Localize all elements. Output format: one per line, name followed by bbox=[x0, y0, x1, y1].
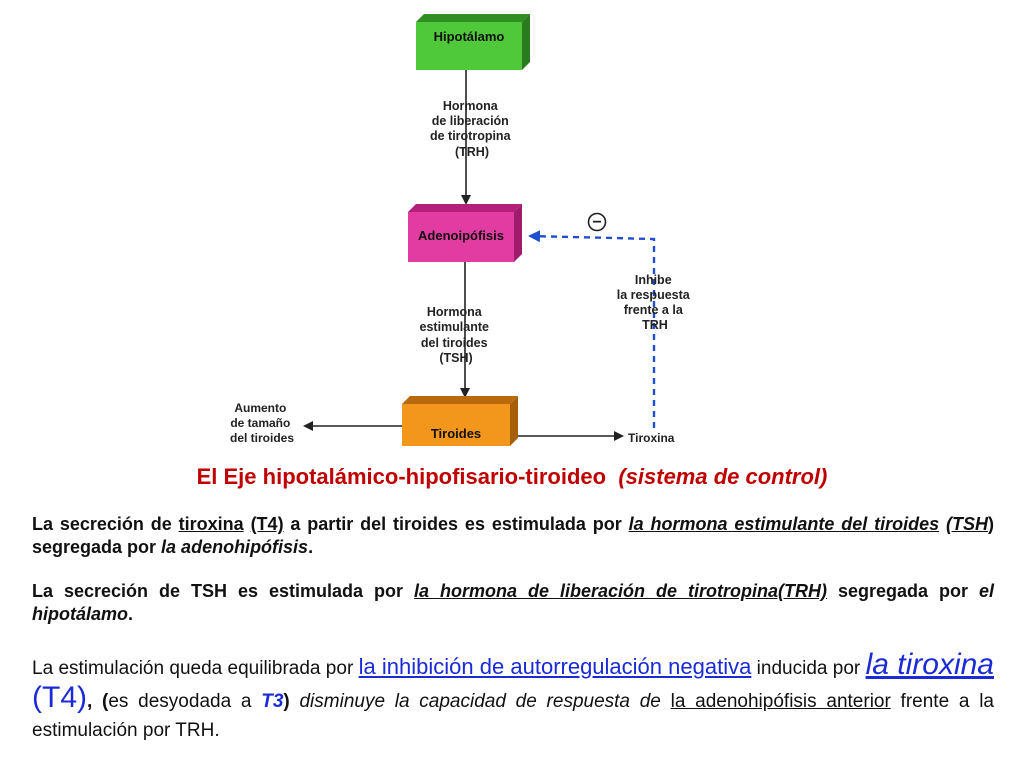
p1-text: La secreción de bbox=[32, 514, 179, 534]
growth-label: Aumento de tamaño del tiroides bbox=[230, 401, 294, 445]
p1-text-3: ) segregada por bbox=[32, 514, 994, 557]
p1-t4: (T4) bbox=[250, 514, 284, 534]
p1-text-2: a partir del tiroides es estimulada por bbox=[283, 514, 629, 534]
p1-tsh-hormone: la hormona estimulante del tiroides bbox=[628, 514, 940, 534]
adenohypophysis-label: Adenoipófisis bbox=[418, 228, 504, 243]
paragraph-feedback: La estimulación queda equilibrada por la… bbox=[32, 650, 994, 745]
p2-text: La secreción de TSH es estimulada por bbox=[32, 581, 415, 601]
p3-text-2: inducida por bbox=[751, 658, 866, 679]
thyroid-axis-diagram: Hipotálamo Hormona de liberación de tiro… bbox=[230, 14, 693, 446]
p3-text: La estimulación queda equilibrada por bbox=[32, 658, 359, 679]
trh-label: Hormona de liberación de tirotropina (TR… bbox=[430, 99, 514, 159]
thyroid-label: Tiroides bbox=[431, 426, 481, 441]
p3-text-3: disminuye la capacidad de respuesta de bbox=[289, 691, 671, 712]
p2-period: . bbox=[128, 604, 134, 624]
svg-text:−: − bbox=[592, 214, 601, 231]
p3-t4: (T4) bbox=[32, 681, 87, 714]
p1-thyroxine: tiroxina bbox=[178, 514, 244, 534]
p3-deiodinated: es desyodada a bbox=[108, 691, 262, 712]
p2-text-2: segregada por bbox=[827, 581, 979, 601]
title-main: El Eje hipotalámico-hipofisario-tiroideo bbox=[196, 464, 607, 489]
p1-period: . bbox=[308, 537, 314, 557]
negative-feedback-line bbox=[528, 230, 656, 428]
p2-trh-hormone: la hormona de liberación de tirotropina(… bbox=[414, 581, 827, 601]
p3-t3: T3 bbox=[261, 691, 284, 712]
p1-space-2 bbox=[939, 514, 946, 534]
paragraph-trh: La secreción de TSH es estimulada por la… bbox=[32, 580, 994, 626]
tsh-label: Hormona estimulante del tiroides (TSH) bbox=[420, 305, 493, 365]
adenohypophysis-box: Adenoipófisis bbox=[408, 204, 522, 262]
p3-paren-close: ) bbox=[283, 691, 290, 712]
p1-space bbox=[244, 514, 251, 534]
p3-text-4: frente a la estimulación por TRH. bbox=[32, 691, 994, 741]
inhibit-label: Inhibe la respuesta frente a la TRH bbox=[617, 273, 693, 332]
p1-tsh: (TSH bbox=[945, 514, 988, 534]
p1-adenohypophysis: la adenohipófisis bbox=[161, 537, 309, 557]
hypothalamus-box: Hipotálamo bbox=[416, 14, 530, 70]
hypothalamus-label: Hipotálamo bbox=[434, 29, 505, 44]
minus-sign-icon: − bbox=[587, 212, 607, 232]
p2-hypothalamus: el hipotálamo bbox=[32, 581, 995, 624]
slide-title: El Eje hipotalámico-hipofisario-tiroideo… bbox=[0, 464, 1024, 490]
p3-paren: , ( bbox=[87, 691, 109, 712]
p3-thyroxine: la tiroxina bbox=[865, 648, 994, 681]
thyroid-box: Tiroides bbox=[402, 396, 518, 446]
p3-negative-feedback: la inhibición de autorregulación negativ… bbox=[358, 654, 752, 679]
p3-anterior-adeno: la adenohipófisis anterior bbox=[670, 691, 891, 712]
thyroxine-label: Tiroxina bbox=[628, 431, 675, 445]
paragraph-tsh: La secreción de tiroxina (T4) a partir d… bbox=[32, 513, 994, 559]
title-sub: (sistema de control) bbox=[618, 464, 828, 489]
